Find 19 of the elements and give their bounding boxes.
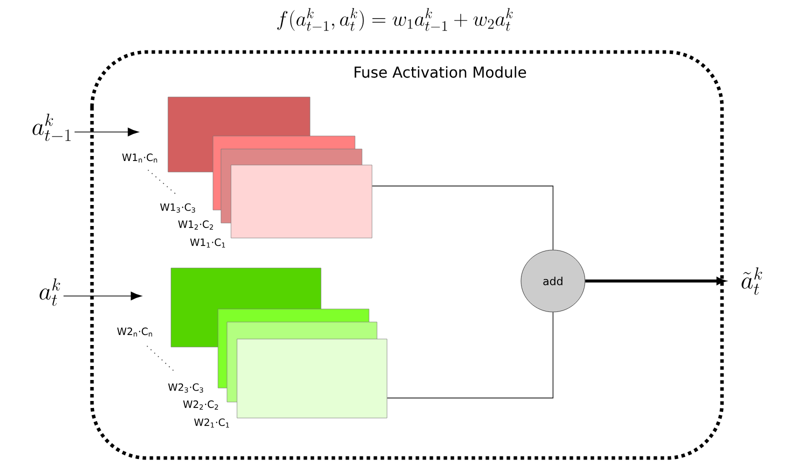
weight-label: W2$_{1}$·C$_{1}$ bbox=[194, 418, 230, 428]
math-label: $a_{t-1}^k$ bbox=[32, 114, 71, 142]
weight-label: W1$_{n}$·C$_{n}$ bbox=[122, 154, 158, 162]
arrow bbox=[74, 128, 139, 136]
weight-label: W2$_{3}$·C$_{3}$ bbox=[168, 383, 204, 393]
formula-title: $f(a_{t-1}^k, a_t^k) = w_1 a_{t-1}^k + w_2 a_t^k$ bbox=[277, 8, 513, 31]
connector-line bbox=[386, 312, 554, 398]
math-label: $\tilde{a}_t^k$ bbox=[742, 267, 762, 295]
arrow bbox=[63, 292, 142, 300]
weight-label: W1$_{3}$·C$_{3}$ bbox=[160, 203, 196, 213]
feature-map bbox=[236, 338, 388, 418]
module-title: Fuse Activation Module bbox=[354, 66, 526, 78]
feature-map bbox=[230, 164, 372, 238]
weight-label: W1$_{1}$·C$_{1}$ bbox=[190, 238, 226, 248]
connector-line bbox=[372, 186, 554, 250]
weight-label: W1$_{2}$·C$_{2}$ bbox=[178, 220, 213, 230]
math-label: $a_t^k$ bbox=[40, 278, 60, 306]
weight-label: W2$_{2}$·C$_{2}$ bbox=[183, 400, 218, 410]
weight-label: W2$_{n}$·C$_{n}$ bbox=[117, 328, 152, 336]
